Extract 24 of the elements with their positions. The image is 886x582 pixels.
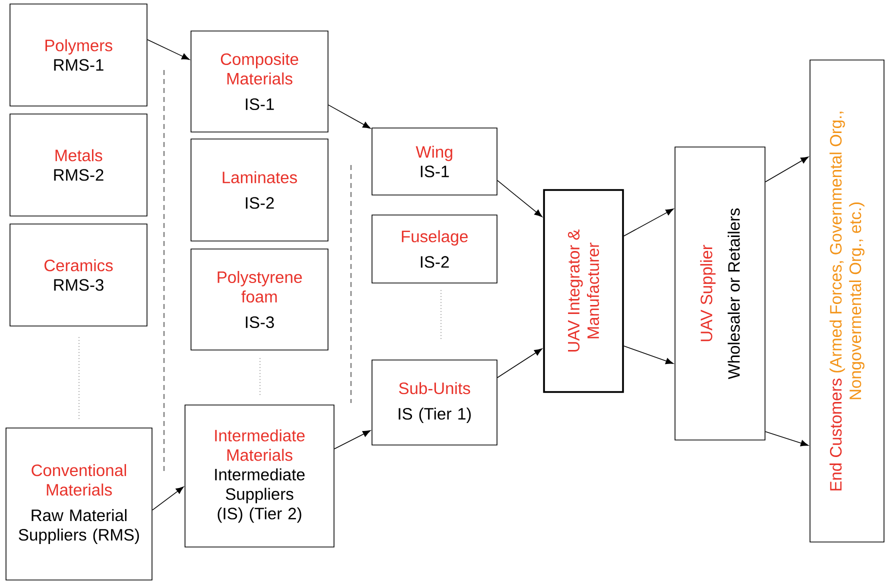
stage-box: End Customers (Armed Forces, Governmental Org., Nongovermental Org., etc.) <box>810 60 884 542</box>
stage-box: Metals RMS-2 <box>10 114 148 216</box>
arrow <box>765 156 809 182</box>
stage-box: Ceramics RMS-3 <box>10 224 148 326</box>
stage-box: Wing IS-1 <box>372 128 498 196</box>
stage-box: Sub-Units IS (Tier 1) <box>372 360 498 446</box>
stage-box: Polymers RMS-1 <box>10 4 148 106</box>
arrow <box>152 486 184 511</box>
stage-box: Composite Materials IS-1 <box>190 30 328 132</box>
arrow <box>334 430 371 450</box>
arrow <box>765 431 808 446</box>
arrow <box>497 180 542 218</box>
stage-box: Polystyrene foam IS-3 <box>190 248 328 350</box>
stage-box: UAV Supplier Wholesaler or Retailers <box>674 146 766 440</box>
arrow <box>147 39 190 60</box>
stage-box: Conventional Materials Raw Material Suppliers (RMS) <box>6 428 152 580</box>
stage-box: UAV Integrator & Manufacturer <box>543 189 624 393</box>
arrow <box>624 346 674 364</box>
arrow <box>328 104 371 129</box>
arrow <box>624 208 674 236</box>
stage-box: Laminates IS-2 <box>190 138 328 242</box>
arrow <box>497 348 542 378</box>
stage-box: Fuselage IS-2 <box>372 214 498 284</box>
stage-box: Intermediate Materials Intermediate Suppliers (IS) (Tier 2) <box>184 404 334 548</box>
